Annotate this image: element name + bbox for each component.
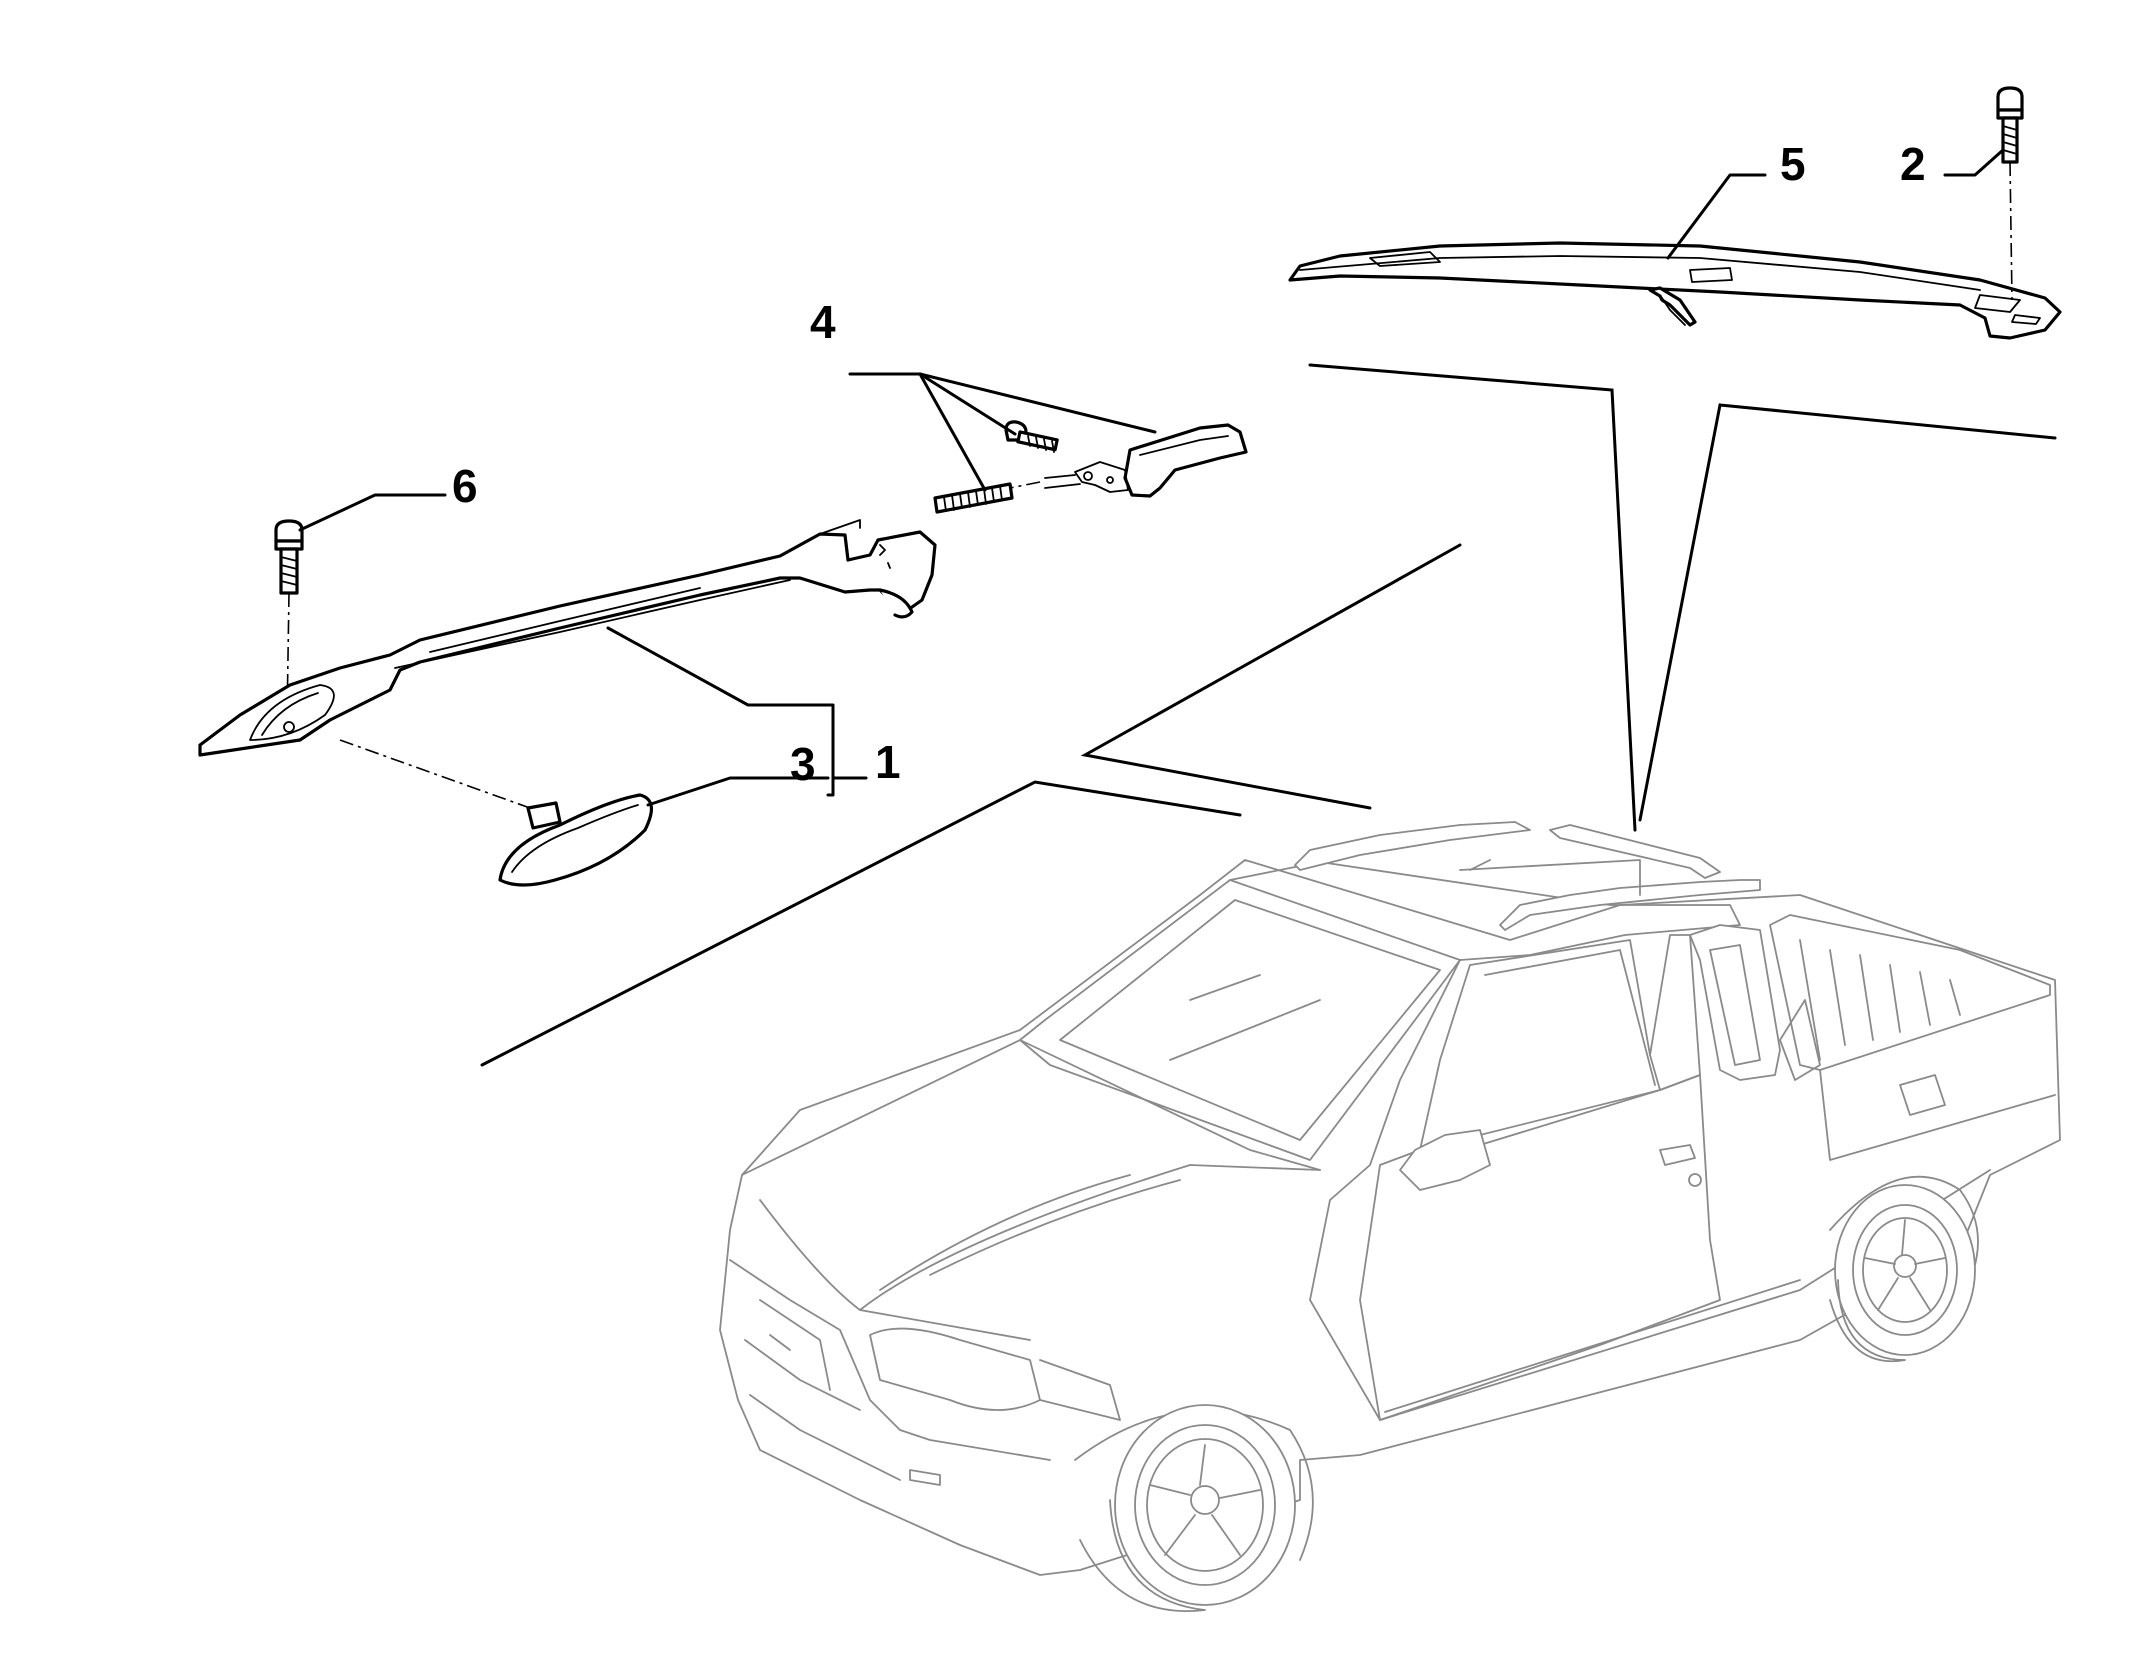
leader-lines: [298, 148, 2005, 807]
zoom-guide-lines: [480, 363, 2057, 1067]
callout-3: 3: [790, 738, 816, 790]
truck-roof-rail-rear: [1549, 824, 1721, 879]
truck-door-window: [1419, 939, 1661, 1151]
pickup-truck-illustration: [719, 821, 2061, 1612]
left-roof-rail: [198, 519, 937, 809]
part-3-insert-cover: [498, 793, 653, 887]
truck-roof-rail-front: [1294, 821, 1531, 871]
truck-roof-rail-side: [1499, 879, 1761, 931]
truck-front-bumper: [729, 1259, 1051, 1461]
truck-front-wheel: [1074, 1404, 1314, 1612]
callout-6: 6: [452, 460, 478, 512]
callout-1: 1: [875, 736, 901, 788]
truck-roof: [1229, 861, 1741, 961]
part-6-screw: [274, 519, 304, 721]
truck-side-mirror: [1399, 1129, 1491, 1191]
part-4-end-cap-assembly: [933, 420, 1248, 514]
part-5-rear-roof-bar: [1288, 241, 2062, 340]
callout-5: 5: [1780, 138, 1806, 190]
callout-2: 2: [1900, 138, 1926, 190]
truck-door-outline: [1359, 1074, 1721, 1421]
truck-bed: [1769, 914, 2051, 1071]
truck-rear-wheel: [1829, 1175, 1979, 1363]
callout-4: 4: [810, 296, 836, 348]
part-2-screw: [1996, 86, 2024, 301]
callout-labels: 5 2 4 6 3 1: [452, 138, 1926, 790]
